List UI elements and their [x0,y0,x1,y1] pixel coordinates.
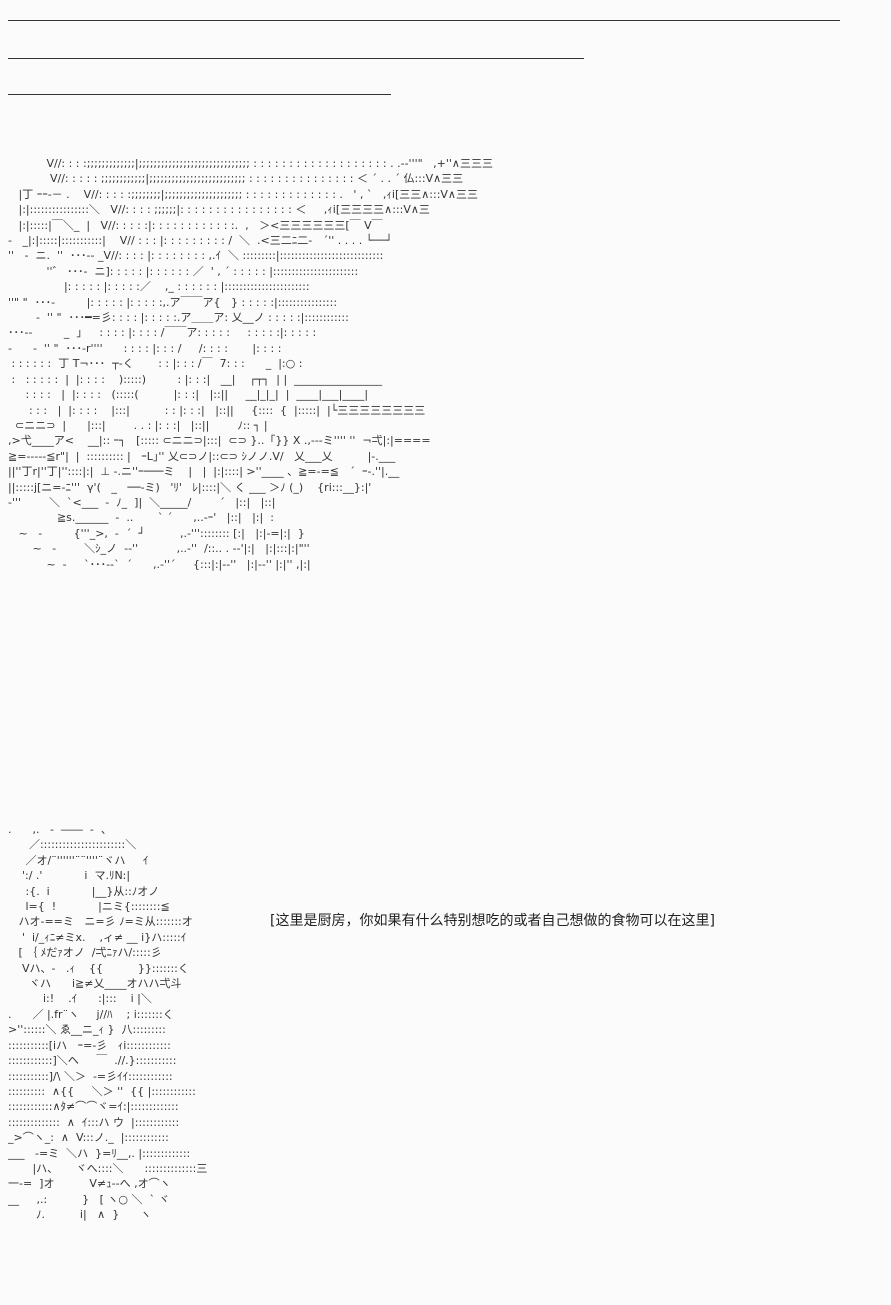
character-ascii-art: . ,. - ―― - 、 ／:::::::::::::::::::::::＼ … [8,823,208,1222]
separator-line-middle [8,58,584,59]
speech-text: [这里是厨房，你如果有什么特别想吃的或者自己想做的食物可以在这里] [270,913,715,929]
separator-line-top [8,20,840,21]
kitchen-scene-ascii-art: V//: : : :;;;;;;;;;;;;;|;;;;;;;;;;;;;;;;… [8,157,493,571]
separator-line-short [8,94,391,95]
